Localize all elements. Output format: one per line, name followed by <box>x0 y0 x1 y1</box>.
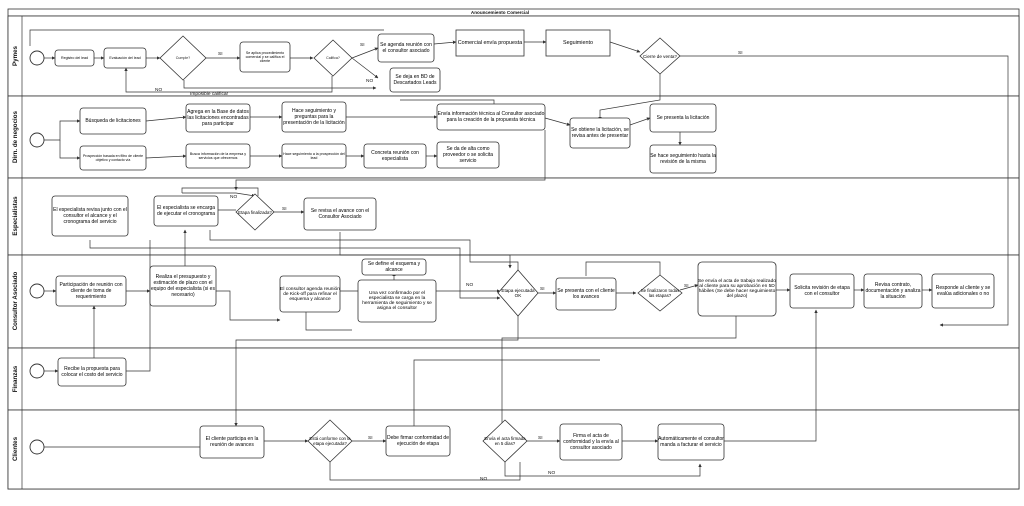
node-busca-info: Busca información de la empresa y servic… <box>185 143 251 169</box>
gateway-envia-acta: Envía el acta firmada en 5 días? <box>482 419 528 463</box>
edge-label-si-conforme: SI <box>368 435 373 441</box>
lane-label-clientes: Clientes <box>12 436 19 461</box>
node-descartados: Se deja en BD de Descartados Leads <box>389 67 441 93</box>
svg-text:Califica?: Califica? <box>326 56 340 60</box>
edge-label-si-cumple: SI <box>218 51 223 57</box>
edge-label-no-ejecutada: NO <box>466 282 473 288</box>
node-acta-trabajo: Se envía el acta de trabajo realizado al… <box>697 261 777 317</box>
edge-label-si-acta: SI <box>538 435 543 441</box>
node-hace-seguimiento-lead: Hace seguimiento a la prospección del le… <box>281 143 347 169</box>
node-procedimiento-comercial: Se aplica procedimiento comercial y se c… <box>239 41 291 73</box>
lane-label-especialistas: Especialistas <box>12 196 19 236</box>
node-recibe-propuesta: Recibe la propuesta para colocar el cost… <box>57 357 127 387</box>
edge-label-si-finalizaron: SI <box>684 283 689 289</box>
lane-label-finanzas: Finanzas <box>12 365 19 392</box>
node-prospeccion: Prospección basada en filtro de cliente … <box>79 145 147 171</box>
edge-label-imposible: Imposible calificar <box>190 91 229 97</box>
edge-label-si-venta: SI <box>738 50 743 56</box>
node-firma-acta: Firma el acta de conformidad y la envía … <box>559 423 623 461</box>
node-responde-cliente: Responde al cliente y se evalúa adiciona… <box>931 273 995 309</box>
node-busqueda-licitaciones: Búsqueda de licitaciones <box>79 107 147 135</box>
start-event-pymes <box>29 50 45 66</box>
lane-label-direccion: Dirn. de negocios <box>12 110 19 162</box>
node-presenta-avances: Se presenta con el cliente los avances <box>555 277 617 311</box>
node-revisa-avance: Se revisa el avance con el Consultor Aso… <box>303 197 377 231</box>
gateway-cierre-venta: Cierre de venta? <box>639 37 681 75</box>
node-confirmado-especialista: Una vez confirmado por el especialista s… <box>357 279 437 323</box>
lane-finanzas <box>7 347 1020 411</box>
edge-label-si-etapa: SI <box>282 206 287 212</box>
edge-label-no-conforme: NO <box>480 476 487 482</box>
flows <box>29 29 1009 481</box>
start-event-clientes <box>29 439 45 455</box>
gateway-califica: Califica? <box>313 39 353 77</box>
node-especialista-encarga: El especialista se encarga de ejecutar e… <box>153 195 219 227</box>
start-event-finanzas <box>29 363 45 379</box>
node-solicita-revision: Solicita revisión de etapa con el consul… <box>789 273 855 309</box>
node-kickoff: El consultor agenda reunión de Kick-off … <box>279 275 341 313</box>
gateway-conforme: Está conforme con la etapa ejecutada? <box>307 419 353 463</box>
start-event-consultor <box>29 283 45 299</box>
gateway-etapa-finalizada: Etapa finalizada? <box>235 193 275 231</box>
edge-label-no-cumple: NO <box>155 87 162 93</box>
edge-label-no-califica: NO <box>366 78 373 84</box>
node-envia-propuesta: Comercial envía propuesta <box>455 29 525 57</box>
node-registro-lead: Registro del lead <box>54 49 95 67</box>
edge-label-no-acta: NO <box>548 470 555 476</box>
node-factura-automatica: Automáticamente el consultor manda a fac… <box>657 423 725 461</box>
node-presupuesto: Realiza el presupuesto y estimación de p… <box>149 265 217 307</box>
node-revisa-contrato: Revisa contrato, documentación y analiza… <box>863 273 923 309</box>
node-envia-info-tecnica: Envía información técnica al Consultor a… <box>436 103 546 131</box>
node-seguimiento: Seguimiento <box>545 29 611 57</box>
node-agenda-reunion: Se agenda reunión con el consultor asoci… <box>377 33 435 63</box>
pool-title: Anouncemiento Comercial <box>471 10 529 15</box>
node-firmar-conformidad: Debe firmar conformidad de ejecución de … <box>385 425 451 457</box>
start-event-direccion <box>29 132 45 148</box>
lane-label-consultor: Consultor Asociado <box>12 272 19 331</box>
node-participacion-reunion: Participación de reunión con cliente de … <box>55 275 127 307</box>
node-alta-proveedor: Se da de alta como proveedor o se solici… <box>436 141 500 169</box>
gateway-etapa-ejecutada: Etapa ejecutada OK <box>497 269 539 317</box>
lanes <box>7 15 1020 490</box>
edge-labels: SI SI NO NO Imposible calificar SI NO SI… <box>155 42 743 482</box>
node-agrega-bd: Agrega en la Base de datos las licitacio… <box>185 103 251 133</box>
node-define-esquema: Se define el esquema y alcance <box>361 258 427 276</box>
node-presenta-licitacion: Se presenta la licitación <box>649 103 717 133</box>
gateway-finalizaron-etapas: Se finalizaron todas las etapas? <box>637 274 683 312</box>
edge-label-si-ejecutada: SI <box>540 286 545 292</box>
gateway-cumple: Cumple? <box>159 35 207 81</box>
lane-label-pymes: Pymes <box>12 45 19 66</box>
edge-label-si-califica: SI <box>360 42 365 48</box>
node-evaluacion-lead: Evaluación del lead <box>103 47 147 69</box>
svg-text:Cumple?: Cumple? <box>176 56 190 60</box>
node-seguimiento-revision: Se hace seguimiento hasta la revisión de… <box>649 144 717 174</box>
node-concreta-reunion: Concreta reunión con especialista <box>363 143 427 169</box>
node-especialista-revisa: El especialista revisa junto con el cons… <box>51 195 129 237</box>
node-cliente-participa: El cliente participa en la reunión de av… <box>199 425 265 459</box>
node-hace-seguimiento: Hace seguimiento y preguntas para la pre… <box>281 101 347 133</box>
node-obtiene-licitacion: Se obtiene la licitación, se revisa ante… <box>569 117 631 149</box>
edge-label-no-etapa: NO <box>230 194 237 200</box>
